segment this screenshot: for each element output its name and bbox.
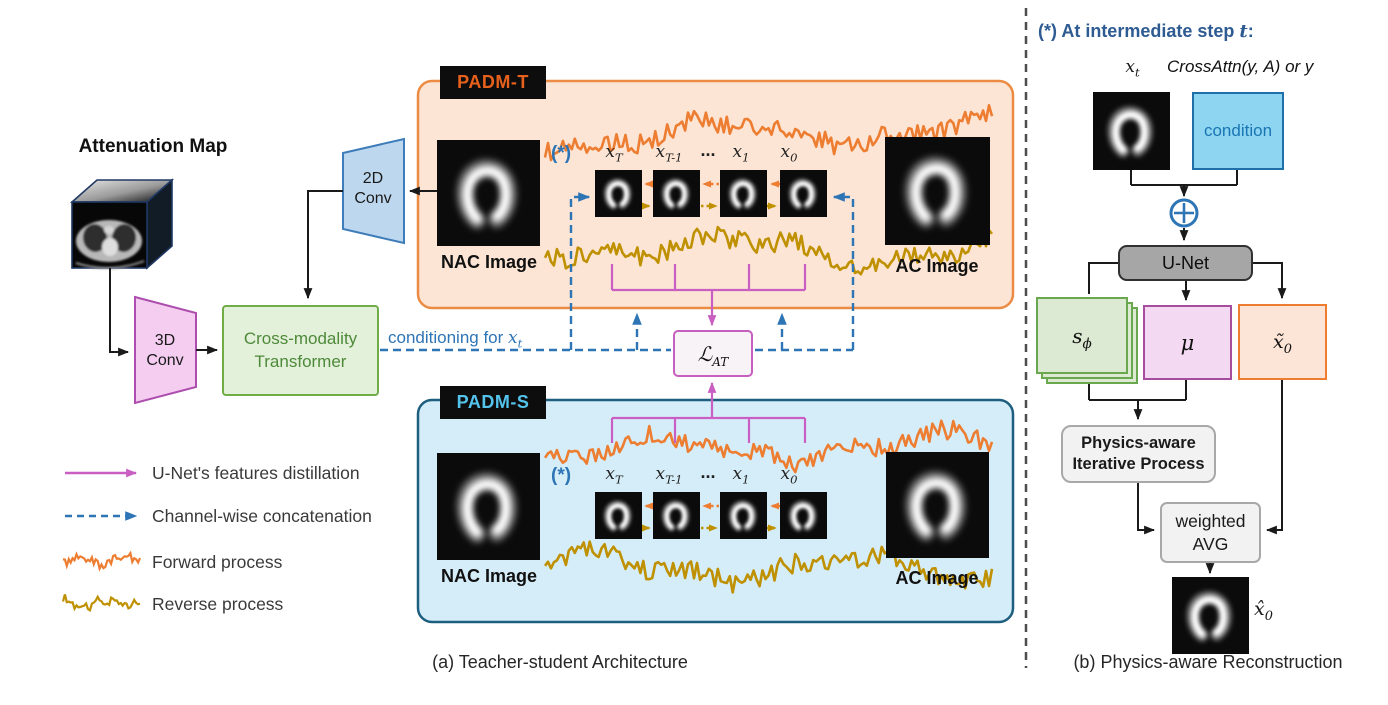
diffusion-step-xT-teacher (595, 170, 642, 217)
xt-label: xt (1125, 57, 1140, 80)
ct-slice-image (75, 220, 145, 270)
nac-image-label-teacher: NAC Image (440, 252, 538, 272)
legend-forward-squiggle (62, 550, 142, 572)
distillation-bracket-teacher (610, 264, 807, 327)
unet-label: U-Net (1161, 252, 1209, 273)
distillation-bracket-student (610, 381, 807, 443)
caption-panel-a: (a) Teacher-student Architecture (432, 652, 688, 672)
xt-image (1093, 92, 1170, 170)
weighted-avg-box: weighted AVG (1160, 502, 1261, 563)
chain-label-x1-student: x1 (732, 464, 750, 487)
chain-label-x0-student: x0 (780, 464, 798, 487)
chain-label-x1-teacher: x1 (732, 142, 750, 165)
condition-label: condition (1203, 121, 1273, 140)
panel-a-connectors (109, 186, 437, 357)
nac-image-label-student: NAC Image (440, 566, 538, 586)
ac-image-label-student: AC Image (895, 568, 979, 588)
chain-label-dots-student: ... (700, 462, 716, 482)
forward-process-squiggle-teacher (543, 104, 994, 162)
chain-label-xT1-teacher: xT-1 (655, 142, 683, 165)
sum-icon (1169, 198, 1199, 228)
caption-panel-b: (b) Physics-aware Reconstruction (1073, 652, 1343, 672)
star-marker-student: (*) (551, 465, 572, 486)
legend-label-forward: Forward process (152, 552, 283, 572)
ac-image-student (886, 452, 989, 558)
weighted-line1: weighted (1175, 510, 1246, 531)
score-stack (1036, 297, 1138, 384)
forward-process-squiggle-student (543, 419, 994, 474)
xtilde-box: x̃0 (1238, 304, 1327, 380)
attenuation-map-cube (69, 178, 175, 270)
conv2d-label: 2D Conv (354, 170, 392, 207)
cross-modality-transformer-label: Cross-modality Transformer (243, 329, 358, 371)
diffusion-step-x0-student (780, 492, 827, 539)
diffusion-step-x1-student (720, 492, 767, 539)
conditioning-label: conditioning for xt (388, 328, 523, 351)
condition-box: condition (1192, 92, 1284, 170)
attention-loss-label: ℒAT (697, 341, 729, 369)
crossattn-label: CrossAttn(y, A) or y (1167, 57, 1314, 76)
nac-image-teacher (437, 140, 540, 246)
legend-label-reverse: Reverse process (152, 594, 284, 614)
score-label: sϕ (1072, 323, 1092, 352)
unet-box: U-Net (1118, 245, 1253, 281)
legend-reverse-squiggle (61, 594, 141, 612)
diffusion-step-xT-student (595, 492, 642, 539)
xhat-label: x̂0 (1254, 598, 1273, 624)
attention-loss-box: ℒAT (673, 330, 753, 377)
panel-b-header: (*) At intermediate step t: (1038, 21, 1254, 42)
reverse-process-squiggle-teacher (543, 225, 993, 276)
physics-iterative-box: Physics-aware Iterative Process (1061, 425, 1216, 483)
conv2d-trapezoid (342, 137, 405, 245)
attenuation-map-label: Attenuation Map (78, 136, 228, 157)
diffusion-step-xT1-student (653, 492, 700, 539)
xhat-image (1172, 577, 1249, 654)
ac-image-teacher (885, 137, 990, 245)
xtilde-label: x̃0 (1273, 331, 1292, 357)
conv3d-label: 3D Conv (146, 332, 184, 369)
conv3d-trapezoid (134, 295, 197, 405)
chain-label-xT-student: xT (605, 464, 623, 487)
legend-label-concatenation: Channel-wise concatenation (152, 506, 372, 526)
padm-t-title: PADM-T (440, 66, 546, 99)
diffusion-step-x1-teacher (720, 170, 767, 217)
ac-image-label-teacher: AC Image (895, 256, 979, 276)
chain-label-x0-teacher: x0 (780, 142, 798, 165)
chain-label-xT-teacher: xT (605, 142, 623, 165)
chain-label-xT1-student: xT-1 (655, 464, 683, 487)
padm-s-title: PADM-S (440, 386, 546, 419)
reverse-process-squiggle-student (543, 540, 994, 594)
nac-image-student (437, 453, 540, 560)
legend-label-distillation: U-Net's features distillation (152, 463, 360, 483)
star-marker-teacher: (*) (551, 143, 572, 164)
conditioning-dashed-lines (380, 192, 855, 352)
cross-modality-transformer-box: Cross-modality Transformer (222, 305, 379, 396)
chain-label-dots-teacher: ... (700, 140, 716, 160)
score-label-holder: sϕ (1037, 298, 1127, 373)
physics-line1: Physics-aware (1081, 433, 1196, 452)
mu-label: μ (1180, 330, 1195, 355)
diffusion-step-xT1-teacher (653, 170, 700, 217)
diffusion-step-x0-teacher (780, 170, 827, 217)
mu-box: μ (1143, 305, 1232, 380)
weighted-line2: AVG (1192, 533, 1229, 554)
physics-line2: Iterative Process (1072, 455, 1205, 473)
